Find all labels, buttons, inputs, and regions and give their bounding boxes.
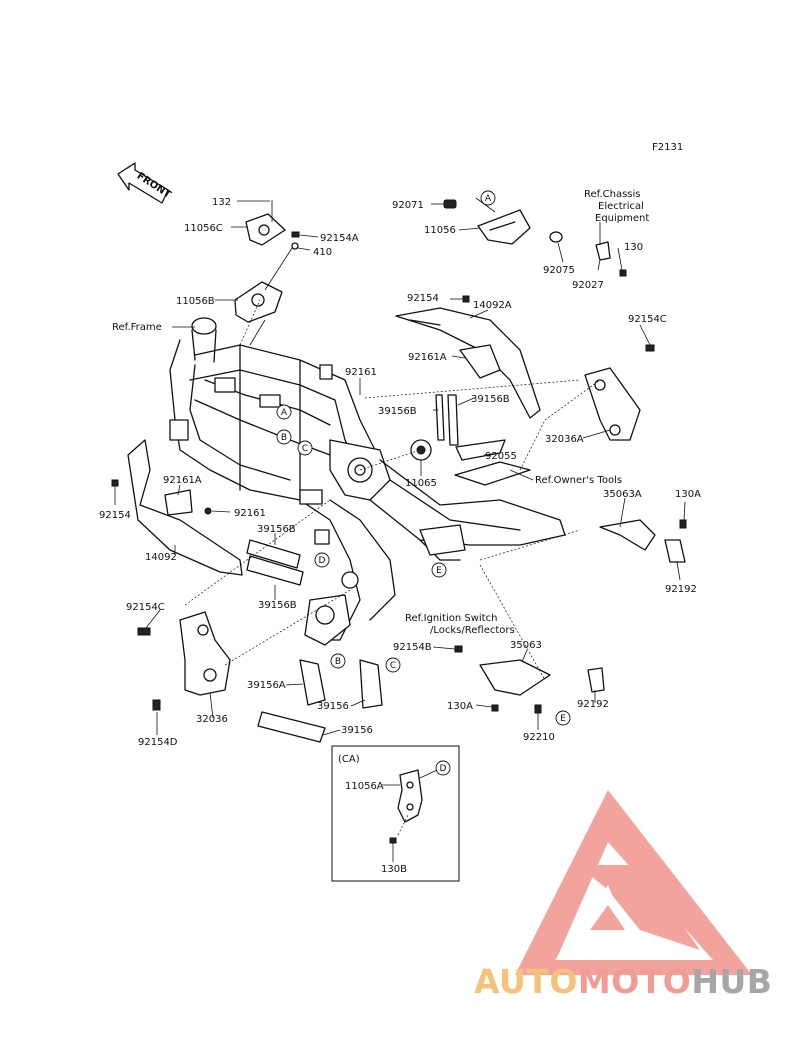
footpeg-35063a — [599, 519, 687, 563]
bracket-11056c — [245, 200, 286, 246]
bracket-11056b — [234, 247, 293, 346]
logo-moto: MOTO — [577, 962, 692, 1001]
part-label: 11056C — [184, 223, 223, 234]
part-label: 39156 — [341, 725, 373, 736]
callout-e-frame: E — [431, 562, 447, 578]
part-label: 92154 — [407, 293, 439, 304]
part-label: 39156B — [378, 406, 417, 417]
part-label: 130A — [675, 489, 701, 500]
logo-hub: HUB — [691, 962, 773, 1001]
part-label: 32036A — [545, 434, 584, 445]
svg-text:A: A — [281, 408, 288, 418]
strip-39156b-lower — [246, 539, 304, 586]
callout-c-frame: C — [297, 440, 313, 456]
part-label: 11056B — [176, 296, 215, 307]
ref-chassis: Equipment — [595, 213, 649, 224]
part-label: 35063 — [510, 640, 542, 651]
ref-chassis: Ref.Chassis — [584, 189, 640, 200]
strip-39156-c — [359, 659, 383, 709]
part-label: 92071 — [392, 200, 424, 211]
callout-e-lower: E — [555, 710, 571, 726]
svg-text:D: D — [319, 556, 326, 566]
ref-frame: Ref.Frame — [112, 322, 162, 333]
part-label: 92154 — [99, 510, 131, 521]
automotohub-logo-mark — [515, 790, 752, 975]
svg-text:B: B — [335, 657, 341, 667]
svg-text:B: B — [281, 433, 287, 443]
svg-text:D: D — [440, 764, 447, 774]
automotohub-wordmark: AUTOMOTOHUB — [474, 962, 772, 1001]
main-frame-drawing — [169, 317, 566, 646]
callout-a-frame: A — [276, 404, 292, 420]
front-arrow-icon: FRONT — [117, 162, 173, 204]
part-label: 92161A — [408, 352, 447, 363]
part-label: 92192 — [577, 699, 609, 710]
callout-a-top: A — [480, 190, 496, 206]
part-label: 39156A — [247, 680, 286, 691]
ref-owners-tools: Ref.Owner's Tools — [535, 475, 622, 486]
part-label: 92075 — [543, 265, 575, 276]
part-label: 92192 — [665, 584, 697, 595]
part-label: 11056A — [345, 781, 384, 792]
part-label: 92154A — [320, 233, 359, 244]
part-label: 92161 — [345, 367, 377, 378]
callout-b-frame: B — [276, 429, 292, 445]
part-label: 92161 — [234, 508, 266, 519]
grommet-11065 — [410, 439, 432, 461]
part-label: 410 — [313, 247, 332, 258]
pad-92055 — [454, 439, 531, 486]
inset-ca-box: (CA) — [331, 745, 460, 882]
bracket-32036a — [584, 344, 655, 441]
part-label: 92154D — [138, 737, 178, 748]
strip-39156b-pair — [435, 394, 459, 446]
part-label: 92154B — [393, 642, 432, 653]
ref-chassis: Electrical — [598, 201, 644, 212]
part-label: 35063A — [603, 489, 642, 500]
part-label: 39156B — [257, 524, 296, 535]
part-label: 39156B — [258, 600, 297, 611]
part-labels: 132 11056C 92154A 410 11056B 92071 11056… — [99, 197, 701, 875]
part-label: 132 — [212, 197, 231, 208]
strip-39156-bottom — [257, 711, 326, 743]
part-label: 130A — [447, 701, 473, 712]
ref-ignition: /Locks/Reflectors — [430, 625, 515, 636]
bracket-11056 — [443, 197, 627, 277]
svg-text:E: E — [560, 714, 566, 724]
part-label: 39156B — [471, 394, 510, 405]
callout-c-lower: C — [385, 657, 401, 673]
part-label: 130 — [624, 242, 643, 253]
svg-text:A: A — [485, 194, 492, 204]
ref-ignition: Ref.Ignition Switch — [405, 613, 497, 624]
part-label: 11056 — [424, 225, 456, 236]
part-label: 130B — [381, 864, 407, 875]
part-label: 92161A — [163, 475, 202, 486]
side-cover-14092 — [111, 439, 243, 576]
callout-d-frame: D — [314, 552, 330, 568]
part-label: 11065 — [405, 478, 437, 489]
figure-id: F2131 — [652, 142, 683, 153]
bracket-32036 — [137, 611, 231, 711]
leader-lines — [114, 200, 686, 736]
part-label: 14092A — [473, 300, 512, 311]
part-label: 92055 — [485, 451, 517, 462]
part-label: 92210 — [523, 732, 555, 743]
part-label: 32036 — [196, 714, 228, 725]
part-label: 14092 — [145, 552, 177, 563]
strip-39156a — [299, 659, 326, 706]
svg-text:C: C — [302, 444, 308, 454]
svg-text:C: C — [390, 661, 396, 671]
svg-text:E: E — [436, 566, 442, 576]
reference-labels: Ref.Frame Ref.Chassis Electrical Equipme… — [112, 189, 649, 636]
callout-d-inset: D — [435, 760, 451, 776]
inset-label: (CA) — [338, 754, 360, 765]
footpeg-35063 — [454, 645, 605, 714]
bolt-92154a — [291, 231, 319, 250]
callout-b-lower: B — [330, 653, 346, 669]
part-label: 92027 — [572, 280, 604, 291]
part-label: 92154C — [628, 314, 667, 325]
logo-auto: AUTO — [474, 962, 578, 1001]
part-label: 39156 — [317, 701, 349, 712]
part-label: 92154C — [126, 602, 165, 613]
